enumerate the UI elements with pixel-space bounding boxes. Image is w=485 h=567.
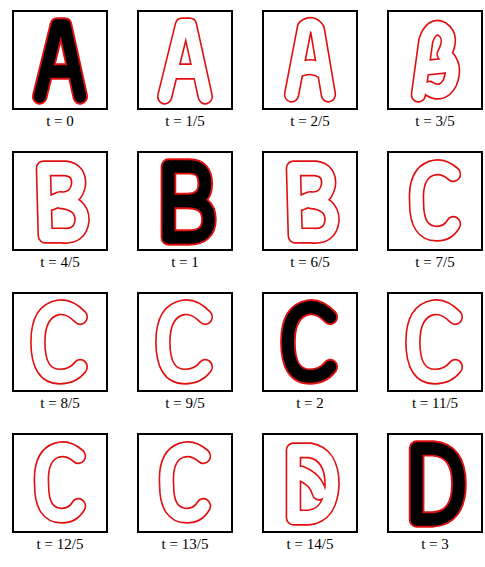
shape-outline bbox=[40, 25, 80, 96]
morph-frame: t = 13/5 bbox=[137, 433, 233, 533]
shape-interior bbox=[288, 307, 330, 376]
morph-frame: t = 6/5 bbox=[262, 151, 358, 251]
shape-outline bbox=[413, 307, 455, 376]
shape-outline bbox=[43, 168, 82, 235]
morph-frame: t = 1 bbox=[137, 151, 233, 251]
morph-frame: t = 11/5 bbox=[387, 292, 483, 392]
morph-frame: t = 1/5 bbox=[137, 10, 233, 110]
letter-shape bbox=[14, 12, 106, 108]
shape-interior bbox=[38, 307, 80, 376]
morph-frame: t = 8/5 bbox=[12, 292, 108, 392]
letter-shape bbox=[389, 12, 481, 108]
time-label: t = 7/5 bbox=[369, 254, 485, 271]
letter-shape bbox=[389, 435, 481, 531]
shape-interior bbox=[413, 307, 455, 376]
shape-interior bbox=[40, 25, 80, 96]
letter-shape bbox=[139, 12, 231, 108]
shape-interior bbox=[165, 25, 205, 96]
morph-frame: t = 7/5 bbox=[387, 151, 483, 251]
time-label: t = 6/5 bbox=[244, 254, 376, 271]
morph-frame: t = 12/5 bbox=[12, 433, 108, 533]
morph-frame: t = 3/5 bbox=[387, 10, 483, 110]
time-label: t = 8/5 bbox=[0, 395, 126, 412]
time-label: t = 1/5 bbox=[119, 113, 251, 130]
morph-frame: t = 3 bbox=[387, 433, 483, 533]
letter-shape bbox=[14, 153, 106, 249]
letter-shape bbox=[264, 435, 356, 531]
time-label: t = 2/5 bbox=[244, 113, 376, 130]
letter-shape bbox=[264, 153, 356, 249]
letter-shape bbox=[389, 294, 481, 390]
time-label: t = 12/5 bbox=[0, 536, 126, 553]
letter-shape bbox=[139, 294, 231, 390]
letter-shape bbox=[14, 435, 106, 531]
morph-frame: t = 4/5 bbox=[12, 151, 108, 251]
shape-interior bbox=[166, 449, 203, 515]
time-label: t = 3 bbox=[369, 536, 485, 553]
shape-outline bbox=[418, 28, 452, 95]
time-label: t = 14/5 bbox=[244, 536, 376, 553]
shape-outline bbox=[166, 449, 203, 515]
shape-interior bbox=[293, 168, 332, 235]
shape-interior bbox=[292, 25, 329, 95]
shape-interior bbox=[417, 448, 459, 519]
shape-outline bbox=[168, 166, 208, 237]
shape-outline bbox=[38, 307, 80, 376]
morph-frame: t = 14/5 bbox=[262, 433, 358, 533]
letter-shape bbox=[139, 153, 231, 249]
shape-outline bbox=[292, 25, 329, 95]
time-label: t = 2 bbox=[244, 395, 376, 412]
shape-interior bbox=[293, 450, 332, 517]
shape-outline bbox=[41, 449, 78, 515]
morph-frame: t = 2/5 bbox=[262, 10, 358, 110]
letter-shape bbox=[264, 12, 356, 108]
time-label: t = 13/5 bbox=[119, 536, 251, 553]
shape-outline bbox=[293, 168, 332, 235]
morph-frame: t = 9/5 bbox=[137, 292, 233, 392]
letter-shape bbox=[139, 435, 231, 531]
morph-frame: t = 2 bbox=[262, 292, 358, 392]
shape-outline bbox=[416, 167, 453, 233]
shape-outline bbox=[288, 307, 330, 376]
morph-frame: t = 0 bbox=[12, 10, 108, 110]
letter-shape bbox=[264, 294, 356, 390]
shape-outline bbox=[165, 25, 205, 96]
shape-outline bbox=[163, 307, 205, 376]
time-label: t = 9/5 bbox=[119, 395, 251, 412]
shape-interior bbox=[41, 449, 78, 515]
shape-interior bbox=[418, 28, 452, 95]
shape-interior bbox=[163, 307, 205, 376]
time-label: t = 1 bbox=[119, 254, 251, 271]
time-label: t = 0 bbox=[0, 113, 126, 130]
time-label: t = 3/5 bbox=[369, 113, 485, 130]
shape-outline bbox=[417, 448, 459, 519]
shape-interior bbox=[416, 167, 453, 233]
shape-outline bbox=[293, 450, 332, 517]
shape-interior bbox=[168, 166, 208, 237]
letter-shape bbox=[14, 294, 106, 390]
time-label: t = 11/5 bbox=[369, 395, 485, 412]
shape-interior bbox=[43, 168, 82, 235]
letter-shape bbox=[389, 153, 481, 249]
time-label: t = 4/5 bbox=[0, 254, 126, 271]
